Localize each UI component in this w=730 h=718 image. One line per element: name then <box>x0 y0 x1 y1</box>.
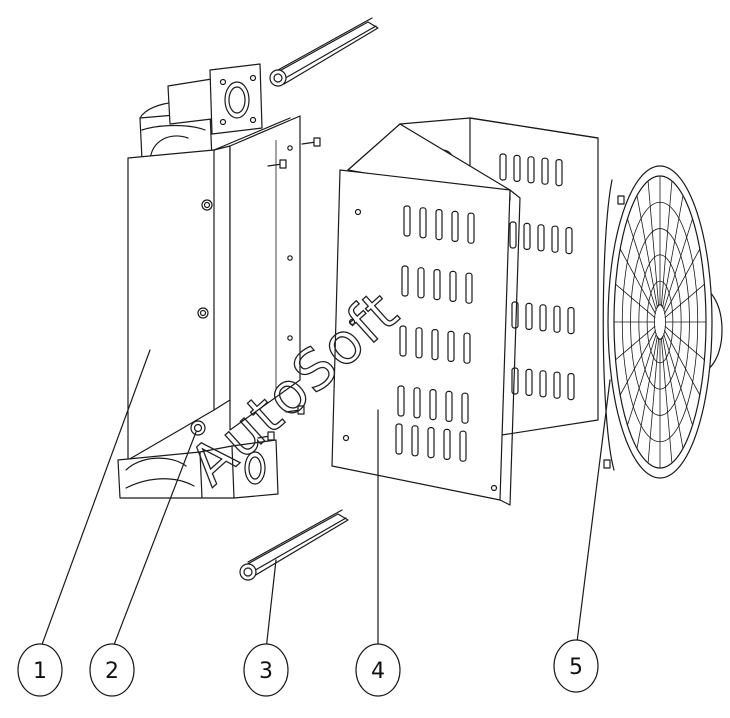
guard-spoke <box>662 335 684 449</box>
leader-lines <box>39 349 611 651</box>
callout-4: 4 <box>355 643 401 697</box>
louver-slot <box>509 221 517 249</box>
louver-slot <box>417 267 425 299</box>
louver-slot <box>445 390 453 422</box>
callout-1: 1 <box>17 643 63 697</box>
guard-spoke <box>627 333 657 426</box>
leader-line-3 <box>265 559 277 651</box>
leader-line-1 <box>39 349 151 651</box>
guard-spoke <box>662 195 684 309</box>
louver-slot <box>511 301 519 329</box>
louver-slot <box>467 212 475 244</box>
louvered-shroud <box>331 117 599 506</box>
louver-slot <box>551 225 559 253</box>
louver-slot <box>449 270 457 302</box>
louver-slot <box>399 325 407 357</box>
fan-guard-assembly <box>602 165 723 479</box>
louver-slot <box>539 370 547 398</box>
louver-slot <box>397 385 405 417</box>
louver-slot <box>567 307 575 335</box>
louver-slot <box>523 222 531 250</box>
louver-slot <box>555 159 563 187</box>
seal-strip <box>239 509 349 581</box>
louver-slot <box>539 304 547 332</box>
guard-spoke <box>663 329 701 396</box>
radiator-core <box>117 63 321 499</box>
callout-label-2: 2 <box>105 659 119 684</box>
guard-spoke <box>627 218 657 311</box>
louver-slot <box>463 332 471 364</box>
louver-slot <box>413 387 421 419</box>
louver-slot <box>419 207 427 239</box>
callout-label-1: 1 <box>33 659 47 684</box>
louver-slot <box>459 430 467 462</box>
callout-label-3: 3 <box>259 659 273 684</box>
louver-slot <box>565 227 573 255</box>
louver-slot <box>465 272 473 304</box>
guard-spoke <box>636 335 658 449</box>
guard-spoke <box>647 180 660 307</box>
louver-slot <box>431 329 439 361</box>
guard-spoke <box>619 329 657 396</box>
guard-spoke <box>663 248 701 315</box>
louver-slot <box>451 210 459 242</box>
guard-spoke <box>619 248 657 315</box>
louver-slot <box>553 305 561 333</box>
callout-2: 2 <box>89 643 135 697</box>
louver-slot <box>499 153 507 181</box>
guard-spoke <box>615 283 656 319</box>
guard-spoke <box>663 333 693 426</box>
louver-slot <box>403 205 411 237</box>
louver-slot <box>567 373 575 401</box>
louver-slot <box>537 224 545 252</box>
louver-slot <box>447 330 455 362</box>
guard-spoke <box>664 283 705 319</box>
guard-spoke <box>647 337 660 464</box>
guard-spoke <box>664 325 705 361</box>
guard-spoke <box>660 180 673 307</box>
louver-slot <box>427 427 435 459</box>
louver-slot <box>411 425 419 457</box>
leader-line-2 <box>111 431 197 651</box>
leader-line-5 <box>575 379 611 651</box>
louver-slot <box>513 154 521 182</box>
callout-3: 3 <box>243 643 289 697</box>
louver-slot <box>553 371 561 399</box>
guard-spoke <box>663 218 693 311</box>
guard-spoke <box>660 337 673 464</box>
louver-slot <box>435 209 443 241</box>
louver-slot <box>429 389 437 421</box>
louver-slot <box>401 265 409 297</box>
guard-spoke <box>615 325 656 361</box>
louver-slot <box>461 392 469 424</box>
guard-spoke <box>636 195 658 309</box>
louver-slot <box>415 327 423 359</box>
top-seal-strip <box>269 17 379 87</box>
louver-slot <box>443 428 451 460</box>
callout-label-5: 5 <box>569 655 583 680</box>
louver-slot <box>541 157 549 185</box>
louver-slot <box>525 302 533 330</box>
louver-slot <box>525 368 533 396</box>
callout-label-4: 4 <box>371 659 385 684</box>
louver-slot <box>433 269 441 301</box>
callout-5: 5 <box>553 639 599 693</box>
louver-slot <box>527 156 535 184</box>
louver-slot <box>395 423 403 455</box>
